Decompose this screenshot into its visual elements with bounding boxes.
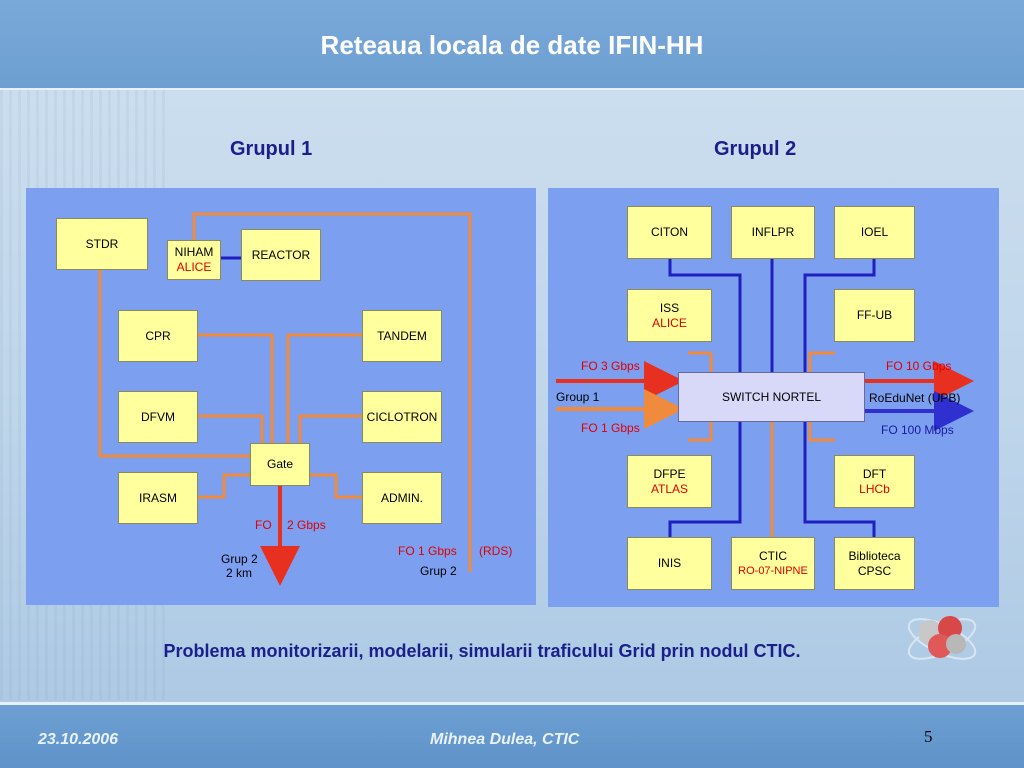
wire-ioel-switch	[803, 259, 876, 372]
wire-stdr-gate	[98, 270, 250, 458]
wire-citon-switch	[668, 259, 742, 372]
iss-label: ISS	[659, 300, 680, 315]
wire-inis-switch	[668, 422, 742, 537]
wire-dfvm-gate	[198, 414, 264, 443]
ctic-label: CTIC	[759, 548, 787, 563]
label-roedunet: RoEduNet (UPB)	[869, 391, 961, 405]
footer-divider	[0, 702, 1024, 705]
label-rds: (RDS)	[479, 544, 513, 558]
niham-label: NIHAM	[174, 245, 214, 259]
niham-alice-label: ALICE	[176, 260, 212, 274]
box-admin: ADMIN.	[362, 472, 442, 524]
box-inflpr: INFLPR	[731, 206, 815, 259]
box-dfvm: DFVM	[118, 391, 198, 443]
box-dfpe: DFPE ATLAS	[627, 455, 712, 508]
footer-bar	[0, 705, 1024, 768]
box-ctic: CTIC RO-07-NIPNE	[731, 537, 815, 590]
label-2gbps: 2 Gbps	[287, 518, 326, 532]
wire-admin-gate	[310, 473, 362, 499]
cpsc-label: CPSC	[857, 563, 892, 578]
wire-biblio-switch	[803, 422, 876, 537]
label-fo1: FO 1 Gbps	[581, 421, 640, 435]
iss-alice-label: ALICE	[652, 315, 687, 330]
group1-heading: Grupul 1	[230, 138, 313, 160]
box-stdr: STDR	[56, 218, 148, 270]
wire-dft-switch	[808, 422, 835, 442]
box-ciclotron: CICLOTRON	[362, 391, 442, 443]
label-fo3: FO 3 Gbps	[581, 359, 640, 373]
dft-lhcb-label: LHCb	[859, 481, 890, 496]
box-dft: DFT LHCb	[834, 455, 915, 508]
box-biblioteca: Biblioteca CPSC	[834, 537, 915, 590]
wire-cpr-gate	[198, 333, 274, 443]
box-reactor: REACTOR	[241, 229, 321, 281]
label-grup2-right: Grup 2	[420, 564, 457, 578]
box-iss: ISS ALICE	[627, 289, 712, 342]
box-cpr: CPR	[118, 310, 198, 362]
wire-ciclotron-gate	[298, 414, 362, 443]
label-group1: Group 1	[556, 390, 600, 404]
footer-date: 23.10.2006	[38, 731, 119, 748]
label-2km: 2 km	[226, 566, 253, 580]
slide-title: Reteaua locala de date IFIN-HH	[320, 30, 704, 60]
box-niham: NIHAM ALICE	[167, 240, 221, 280]
label-fo10: FO 10 Gbps	[886, 359, 952, 373]
wire-tandem-gate	[286, 333, 362, 443]
label-grup2-left: Grup 2	[221, 552, 258, 566]
box-gate: Gate	[250, 443, 310, 486]
box-ffub: FF-UB	[834, 289, 915, 342]
dft-label: DFT	[862, 466, 887, 481]
slide-note: Problema monitorizarii, modelarii, simul…	[163, 641, 801, 661]
title-bar	[0, 0, 1024, 90]
dfpe-atlas-label: ATLAS	[650, 481, 689, 496]
wire-dfpe-switch	[688, 422, 713, 442]
label-fo100: FO 100 Mbps	[881, 423, 954, 437]
group2-heading: Grupul 2	[714, 138, 797, 160]
label-fo: FO	[255, 518, 272, 532]
box-citon: CITON	[627, 206, 712, 259]
wire-rds	[192, 212, 472, 572]
biblio-label: Biblioteca	[848, 548, 901, 563]
footer-author: Mihnea Dulea, CTIC	[430, 731, 580, 748]
dfpe-label: DFPE	[653, 466, 686, 481]
box-ioel: IOEL	[834, 206, 915, 259]
box-switch-nortel: SWITCH NORTEL	[678, 372, 865, 422]
wire-ffub-switch	[808, 351, 835, 372]
atom-logo-icon	[907, 616, 977, 660]
ctic-node-label: RO-07-NIPNE	[738, 564, 808, 577]
wire-irasm-gate	[198, 473, 250, 499]
box-irasm: IRASM	[118, 472, 198, 524]
box-tandem: TANDEM	[362, 310, 442, 362]
label-fo1-gbps: FO 1 Gbps	[398, 544, 457, 558]
page-number: 5	[924, 727, 933, 746]
box-inis: INIS	[627, 537, 712, 590]
